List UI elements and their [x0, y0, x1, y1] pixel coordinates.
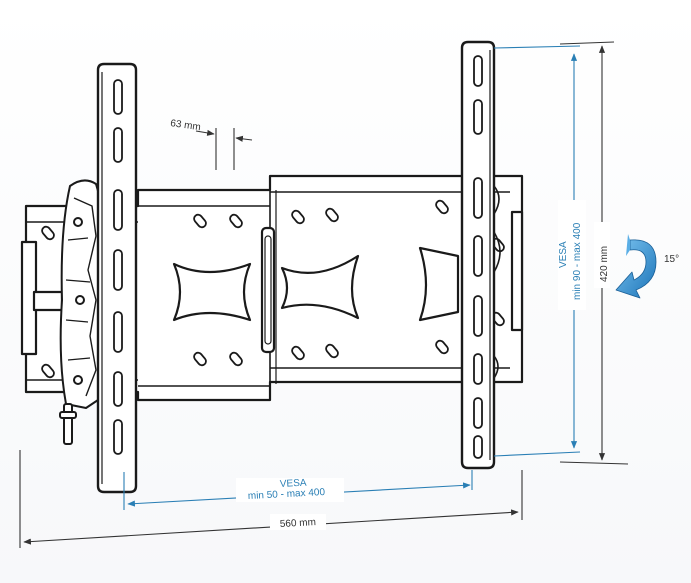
tilt-lock-mechanism	[59, 179, 105, 445]
right-bracket-hinges	[493, 185, 501, 379]
left-bracket-slots	[113, 79, 123, 455]
total-width-label: 560 mm	[280, 517, 317, 530]
total-width-label-bg	[270, 514, 326, 530]
vesa-vertical-title: VESA	[558, 241, 569, 268]
bracket-spacing-dimension	[195, 128, 253, 170]
vesa-vertical-range: min 90 - max 400	[572, 222, 583, 300]
wall-plate	[20, 174, 524, 402]
vesa-vertical-label-bg	[558, 200, 586, 310]
vesa-horizontal-label-bg	[236, 478, 344, 502]
right-bracket-slots	[473, 55, 483, 459]
vesa-horizontal-range: min 50 - max 400	[248, 487, 326, 502]
vesa-horizontal-title: VESA	[280, 478, 308, 490]
tilt-arrow-icon	[615, 234, 657, 299]
total-height-label: 420 mm	[599, 246, 610, 282]
plate-slots	[41, 199, 505, 379]
bracket-spacing-label: 63 mm	[170, 118, 202, 133]
total-height-label-bg	[594, 222, 610, 288]
tilt-angle-label: 15°	[664, 254, 679, 265]
plate-cutouts	[32, 246, 460, 322]
